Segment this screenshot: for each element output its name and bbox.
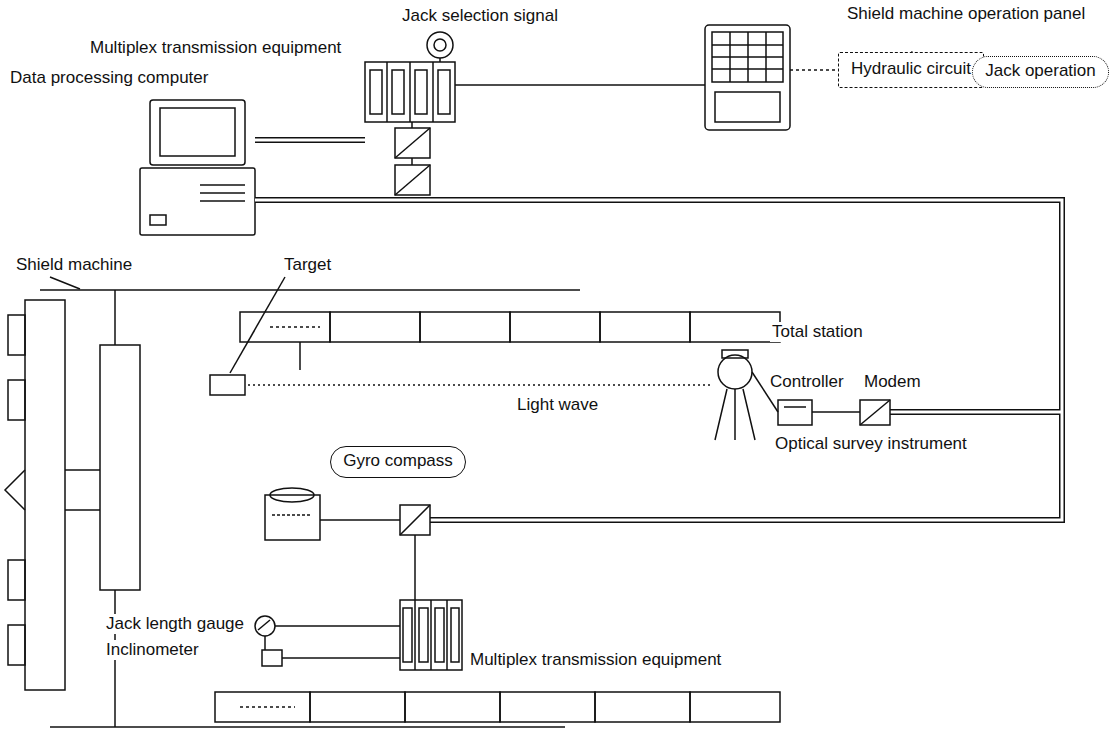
- device-label: Modem: [862, 372, 923, 392]
- part-label: Shield machine: [14, 255, 134, 275]
- device-label: Controller: [768, 372, 846, 392]
- device-box: Gyro compass: [330, 446, 466, 478]
- signal-label: Jack selection signal: [400, 6, 560, 26]
- equipment-label: Multiplex transmission equipment: [468, 650, 723, 670]
- device-label: Jack length gauge: [104, 614, 246, 634]
- operation-oval: Jack operation: [972, 56, 1109, 88]
- node-text: Gyro compass: [331, 451, 465, 471]
- instrument-label: Total station: [770, 322, 865, 342]
- group-label: Optical survey instrument: [773, 434, 969, 454]
- part-label: Target: [282, 255, 333, 275]
- computer-label: Data processing computer: [8, 68, 210, 88]
- equipment-label: Multiplex transmission equipment: [88, 38, 343, 58]
- node-text: Jack operation: [973, 61, 1108, 81]
- signal-label: Light wave: [515, 395, 600, 415]
- panel-label: Shield machine operation panel: [845, 4, 1087, 24]
- circuit-box: Hydraulic circuit: [838, 52, 984, 88]
- device-label: Inclinometer: [104, 640, 201, 660]
- node-text: Hydraulic circuit: [839, 59, 983, 79]
